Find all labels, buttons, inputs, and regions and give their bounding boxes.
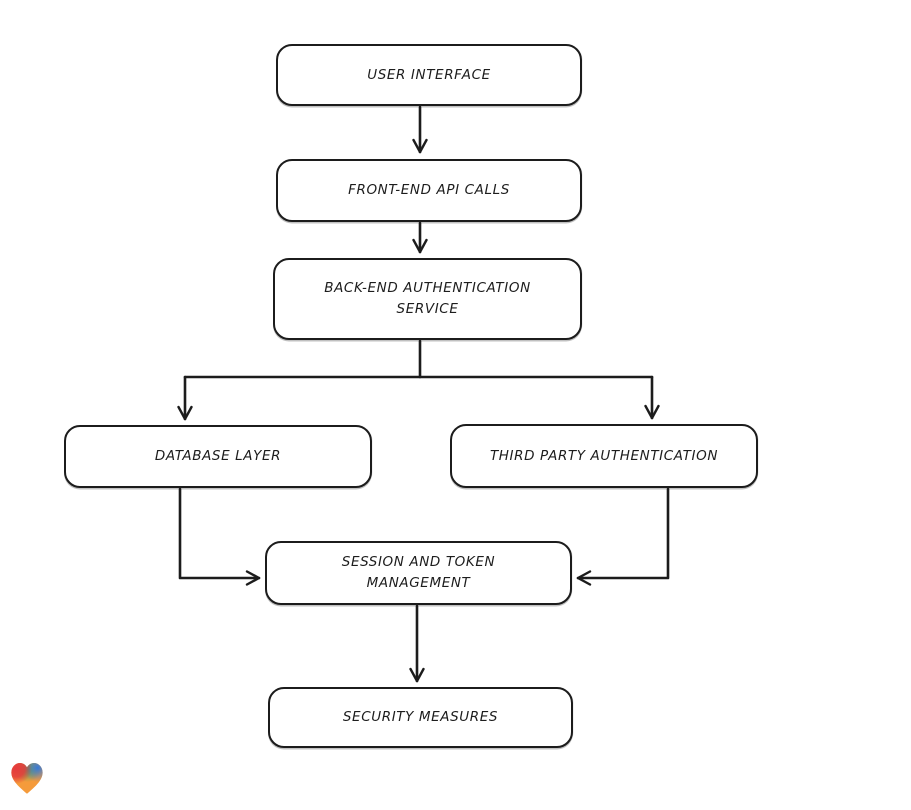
node-back-end-authentication-service: BACK-END AUTHENTICATION SERVICE — [273, 258, 582, 340]
node-third-party-authentication: THIRD PARTY AUTHENTICATION — [450, 424, 758, 488]
node-front-end-api-calls: FRONT-END API CALLS — [276, 159, 582, 222]
edge-database-to-session-arrow — [178, 487, 261, 586]
node-database-layer: DATABASE LAYER — [64, 425, 372, 488]
heart-shape — [11, 762, 43, 794]
edge-thirdparty-to-session-arrow — [576, 487, 670, 586]
gradient-heart-logo[interactable] — [8, 759, 46, 799]
node-user-interface: USER INTERFACE — [276, 44, 582, 106]
node-security-measures: SECURITY MEASURES — [268, 687, 573, 748]
node-session-and-token-management: SESSION AND TOKEN MANAGEMENT — [265, 541, 572, 605]
